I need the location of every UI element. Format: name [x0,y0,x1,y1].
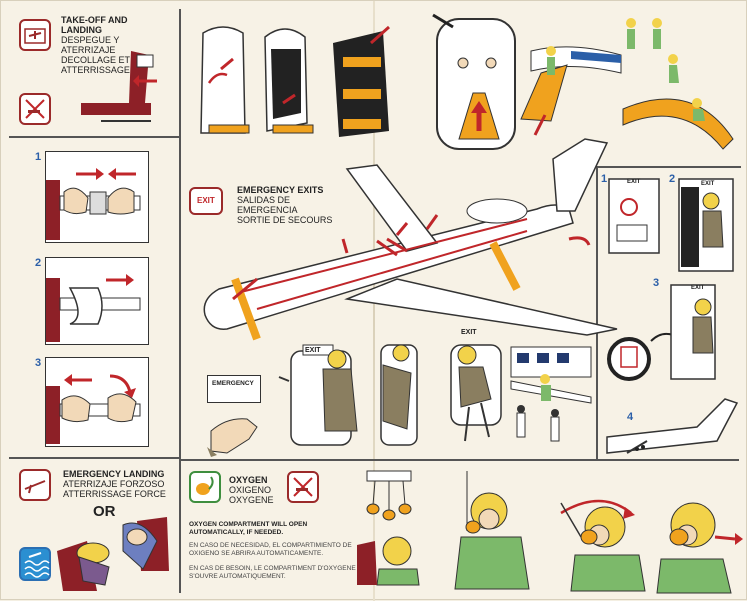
emergency-landing-fr: ATTERRISSAGE FORCE [63,489,166,499]
or-label: OR [93,503,116,520]
exit-sign-icon: EXIT [189,187,223,215]
exit-door-slide-view [432,13,516,150]
emergency-handle-label: EMERGENCY [212,380,254,387]
exit-step-2-crew-at-door [678,178,734,272]
exit-sign-step-3: EXIT [691,285,705,291]
emergency-exits-es: SALIDAS DE EMERGENCIA [237,195,298,215]
slide-evacuation-illustration [520,46,622,136]
divider-top-left [9,136,179,138]
emergency-landing-es: ATERRIZAJE FORZOSO [63,479,165,489]
oxygen-label: OXYGEN OXIGENO OXYGENE [229,475,289,505]
oxygen-masks-dropping [357,470,420,586]
divider-exit-steps [596,166,598,459]
exit-sign-window-2: EXIT [461,329,477,336]
aircraft-exit-diagram [203,138,618,341]
divider-left-column [179,9,181,593]
door-opening-sequence [200,25,390,137]
exit-step-number-4: 4 [627,411,634,423]
belt-step-3-panel [45,357,149,447]
crew-exiting-window [450,344,502,442]
takeoff-es: DESPEGUE Y ATERRIZAJE [61,35,120,55]
belt-step-1-panel [45,151,149,243]
takeoff-icon [19,19,51,51]
belt-step-number-1: 1 [35,151,42,163]
divider-bottom-left [9,457,179,459]
oxygen-mask-icon [189,471,221,503]
wing-evacuation-scene [510,346,592,442]
emergency-landing-label: EMERGENCY LANDING ATERRIZAJE FORZOSO ATT… [63,469,175,499]
emergency-landing-icon [19,469,51,501]
hand-pulling-handle [207,418,258,457]
emergency-exits-fr: SORTIE DE SECOURS [237,215,333,225]
emergency-exits-title: EMERGENCY EXITS [237,185,324,195]
overwing-window-sequence [278,344,418,446]
exit-step-3-crew-opening [607,284,716,381]
exit-sign-icon-text: EXIT [197,196,215,205]
oxygen-title: OXYGEN [229,475,268,485]
divider-bottom-right [179,459,739,461]
upright-seat-illustration [81,51,157,122]
water-landing-icon [19,547,51,581]
divider-exit-steps-top [596,166,741,168]
passengers-jumping-illustration [622,18,734,150]
oxygen-note-fr: EN CAS DE BESOIN, LE COMPARTIMENT D'OXYG… [189,565,356,580]
exit-step-number-2: 2 [669,173,676,185]
no-smoking-oxygen-icon [287,471,319,503]
takeoff-title: TAKE-OFF AND LANDING [61,15,128,35]
brace-position-illustration [57,517,169,591]
oxygen-es: OXIGENO [229,485,272,495]
passenger-fitting-mask [560,499,646,592]
takeoff-fr: DECOLLAGE ET ATTERRISSAGE [61,55,130,75]
exit-sign-window-1: EXIT [305,347,321,354]
exit-step-number-1: 1 [601,173,608,185]
oxygen-note-es: EN CASO DE NECESIDAD, EL COMPARTIMIENTO … [189,542,352,557]
emergency-exits-label: EMERGENCY EXITS SALIDAS DE EMERGENCIA SO… [237,185,347,225]
exit-step-1-door-panel [608,178,660,254]
exit-step-number-3: 3 [653,277,660,289]
emergency-handle-panel: EMERGENCY [207,375,261,403]
belt-step-number-2: 2 [35,257,42,269]
belt-step-2-panel [45,257,149,345]
oxygen-fr: OXYGENE [229,495,274,505]
passenger-wearing-mask [656,502,743,594]
emergency-landing-title: EMERGENCY LANDING [63,469,165,479]
exit-sign-step-2: EXIT [701,181,715,187]
oxygen-note-en: OXYGEN COMPARTMENT WILL OPEN AUTOMATICAL… [189,521,308,536]
belt-step-number-3: 3 [35,357,42,369]
exit-step-4-tail-stairs [606,398,739,454]
passenger-pulling-mask [454,471,530,590]
exit-sign-step-1: EXIT [627,179,641,185]
takeoff-label: TAKE-OFF AND LANDING DESPEGUE Y ATERRIZA… [61,15,151,75]
no-smoking-icon [19,93,51,125]
